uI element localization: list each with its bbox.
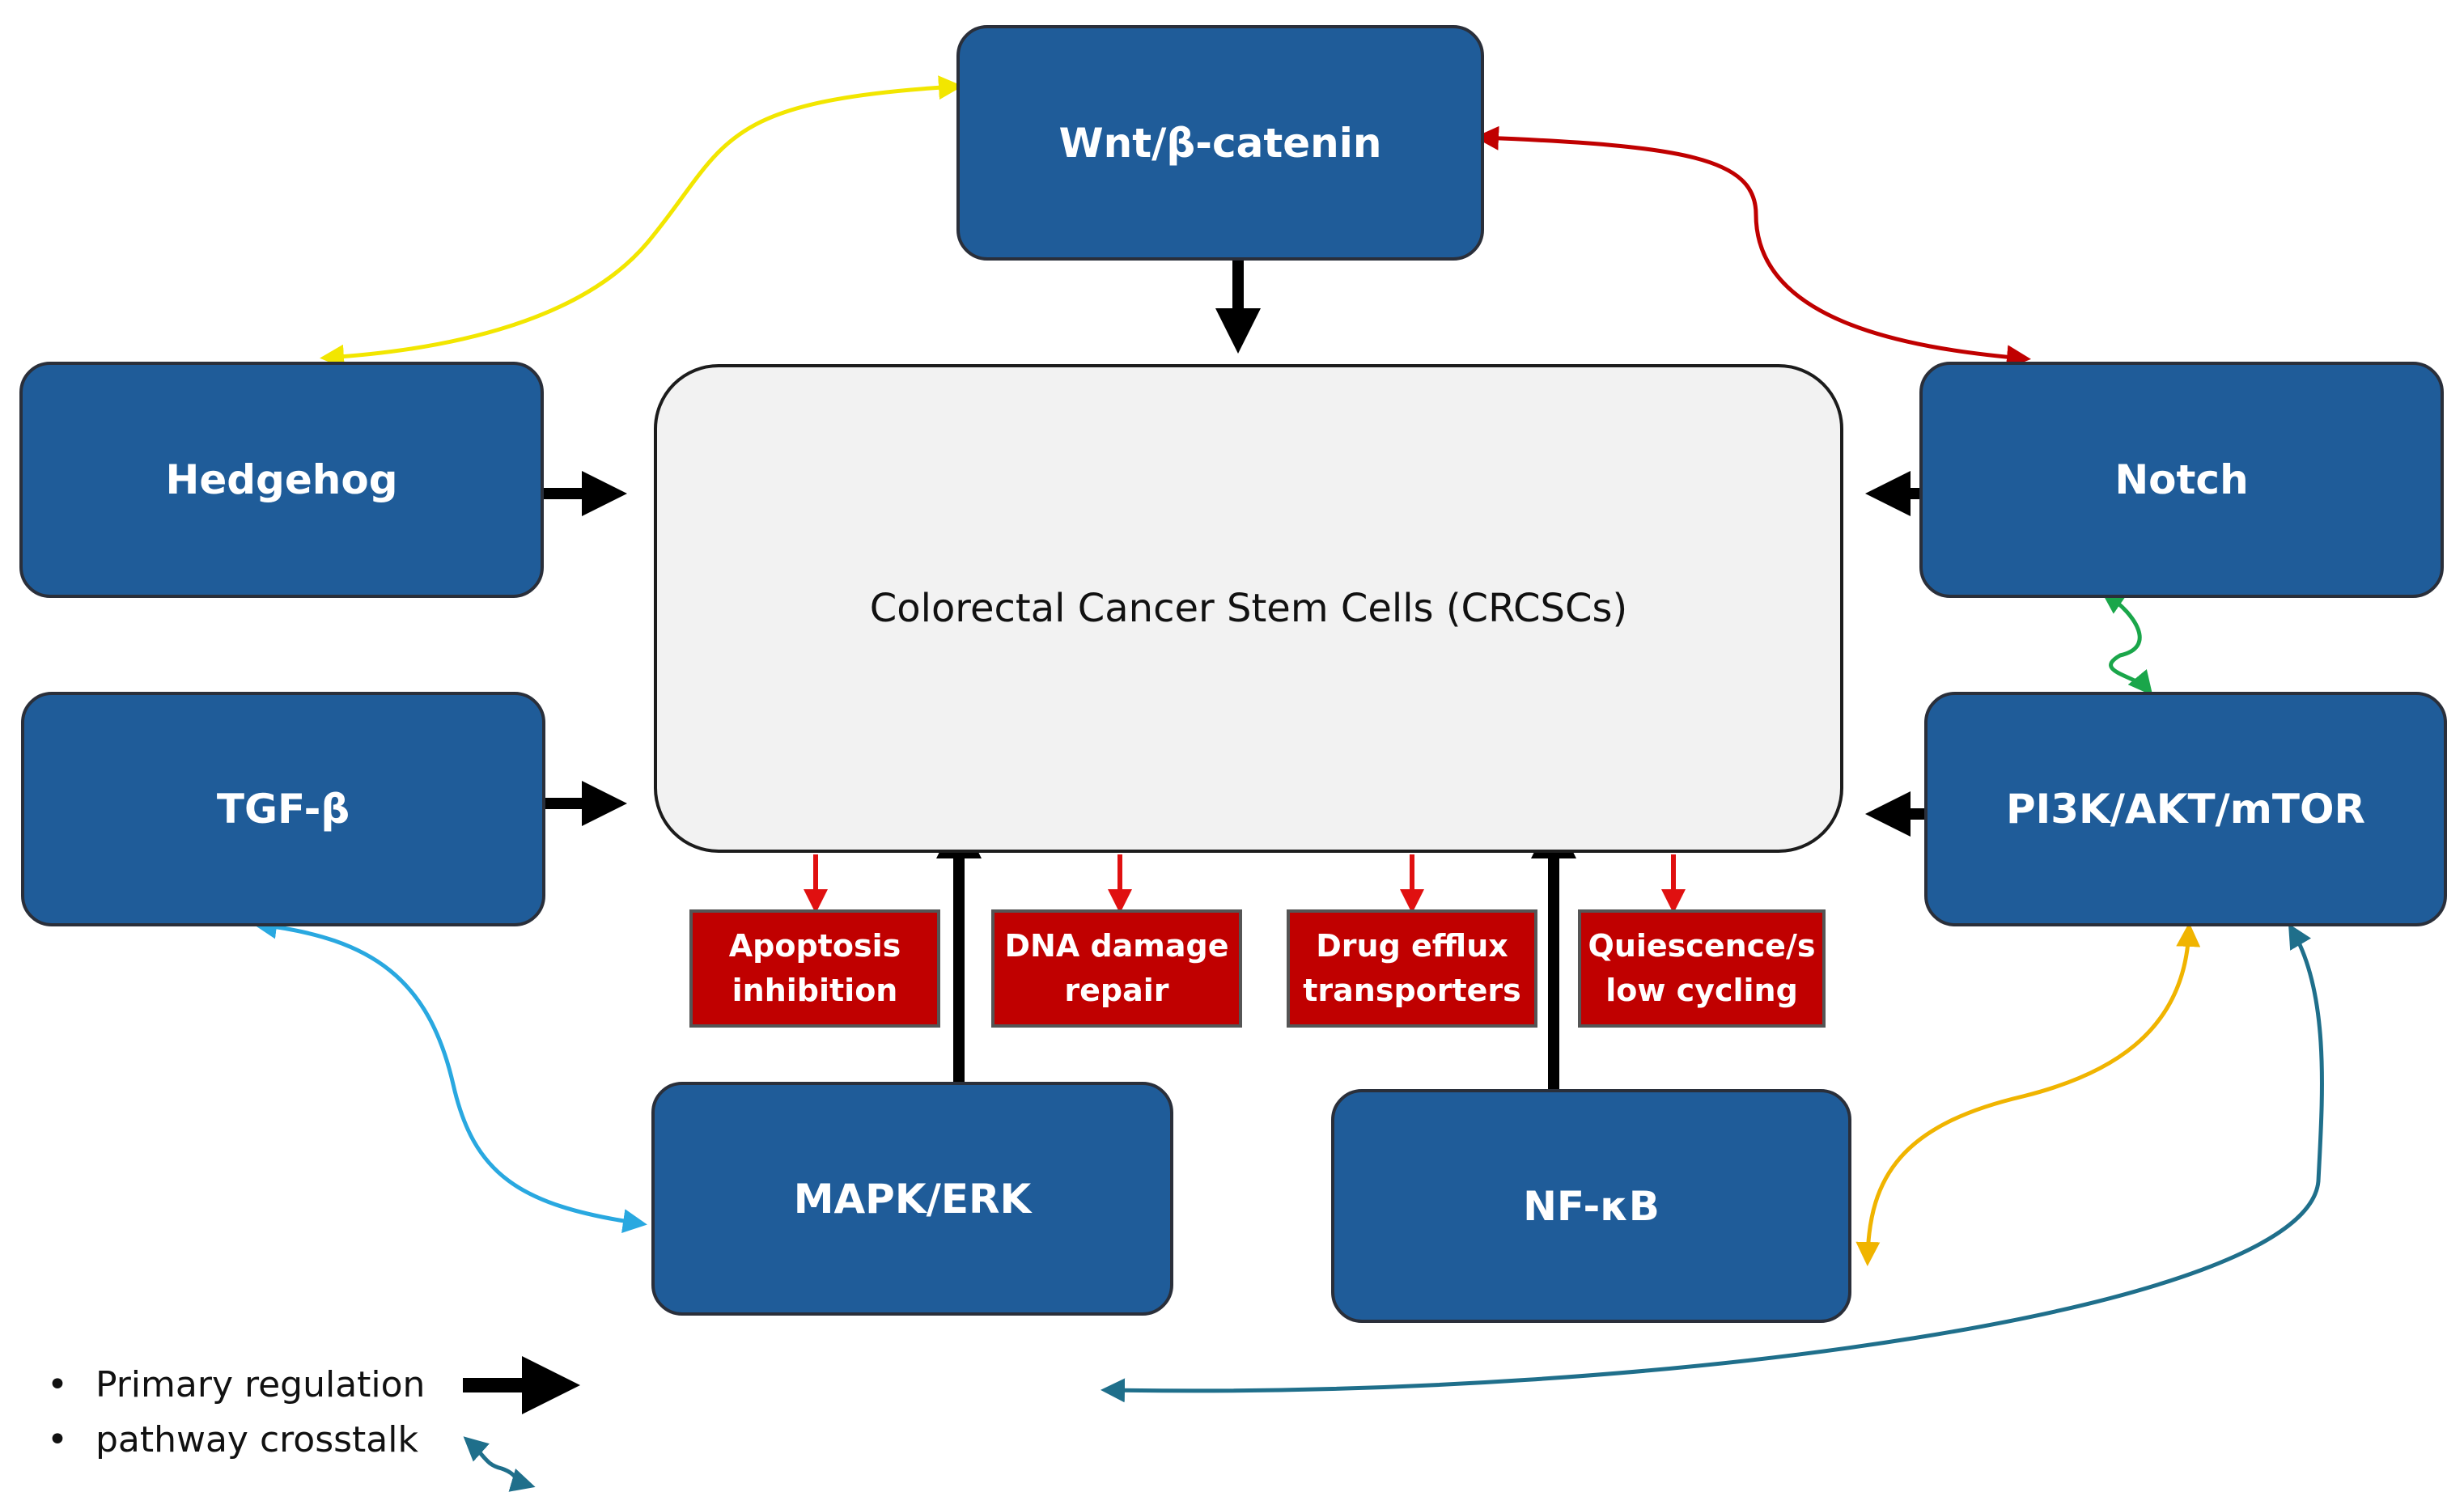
- pathway-pi3k-label: PI3K/AKT/mTOR: [2005, 786, 2366, 833]
- crosstalk-nfkb-pi3k: [1855, 922, 2201, 1266]
- pathway-nfkb-box: NF-κB: [1331, 1089, 1851, 1323]
- crosstalk-pi3k-long: [1101, 923, 2324, 1403]
- crosstalk-notch-pi3k: [2100, 590, 2153, 696]
- crosstalk-wnt-hedgehog: [320, 75, 963, 369]
- pathway-tgfb-box: TGF-β: [21, 692, 545, 926]
- crosstalk-tgfb-mapk: [252, 914, 647, 1233]
- pathway-hedgehog-label: Hedgehog: [165, 456, 398, 503]
- effect-quiescence-box: Quiescence/s low cycling: [1578, 909, 1826, 1028]
- effect-drug-efflux-label: Drug efflux transporters: [1303, 927, 1521, 1008]
- pathway-tgfb-label: TGF-β: [216, 786, 350, 833]
- effect-apoptosis-box: Apoptosis inhibition: [689, 909, 940, 1028]
- pathway-mapk-box: MAPK/ERK: [651, 1082, 1173, 1316]
- legend-primary: • Primary regulation: [47, 1364, 425, 1405]
- effect-dna-repair-label: DNA damage repair: [1004, 927, 1229, 1008]
- effect-apoptosis-label: Apoptosis inhibition: [728, 927, 901, 1008]
- crcsc-label: Colorectal Cancer Stem Cells (CRCSCs): [869, 586, 1628, 631]
- legend-bullet-1: •: [47, 1364, 68, 1405]
- legend-crosstalk: • pathway crosstalk: [47, 1419, 418, 1460]
- pathway-pi3k-box: PI3K/AKT/mTOR: [1924, 692, 2447, 926]
- crosstalk-wnt-notch: [1474, 125, 2031, 370]
- legend-crosstalk-arrow: [463, 1436, 536, 1492]
- effect-dna-repair-box: DNA damage repair: [991, 909, 1242, 1028]
- effect-drug-efflux-box: Drug efflux transporters: [1287, 909, 1537, 1028]
- pathway-hedgehog-box: Hedgehog: [19, 362, 544, 598]
- legend-primary-label: Primary regulation: [95, 1364, 426, 1405]
- effect-quiescence-label: Quiescence/s low cycling: [1588, 927, 1816, 1008]
- pathway-notch-box: Notch: [1919, 362, 2444, 598]
- pathway-notch-label: Notch: [2114, 456, 2249, 503]
- pathway-mapk-label: MAPK/ERK: [793, 1175, 1032, 1223]
- pathway-nfkb-label: NF-κB: [1523, 1182, 1660, 1230]
- legend-crosstalk-label: pathway crosstalk: [95, 1419, 418, 1460]
- legend-bullet-2: •: [47, 1419, 68, 1460]
- crcsc-center-box: Colorectal Cancer Stem Cells (CRCSCs): [654, 364, 1843, 853]
- pathway-wnt-box: Wnt/β-catenin: [956, 25, 1484, 261]
- pathway-wnt-label: Wnt/β-catenin: [1058, 119, 1382, 167]
